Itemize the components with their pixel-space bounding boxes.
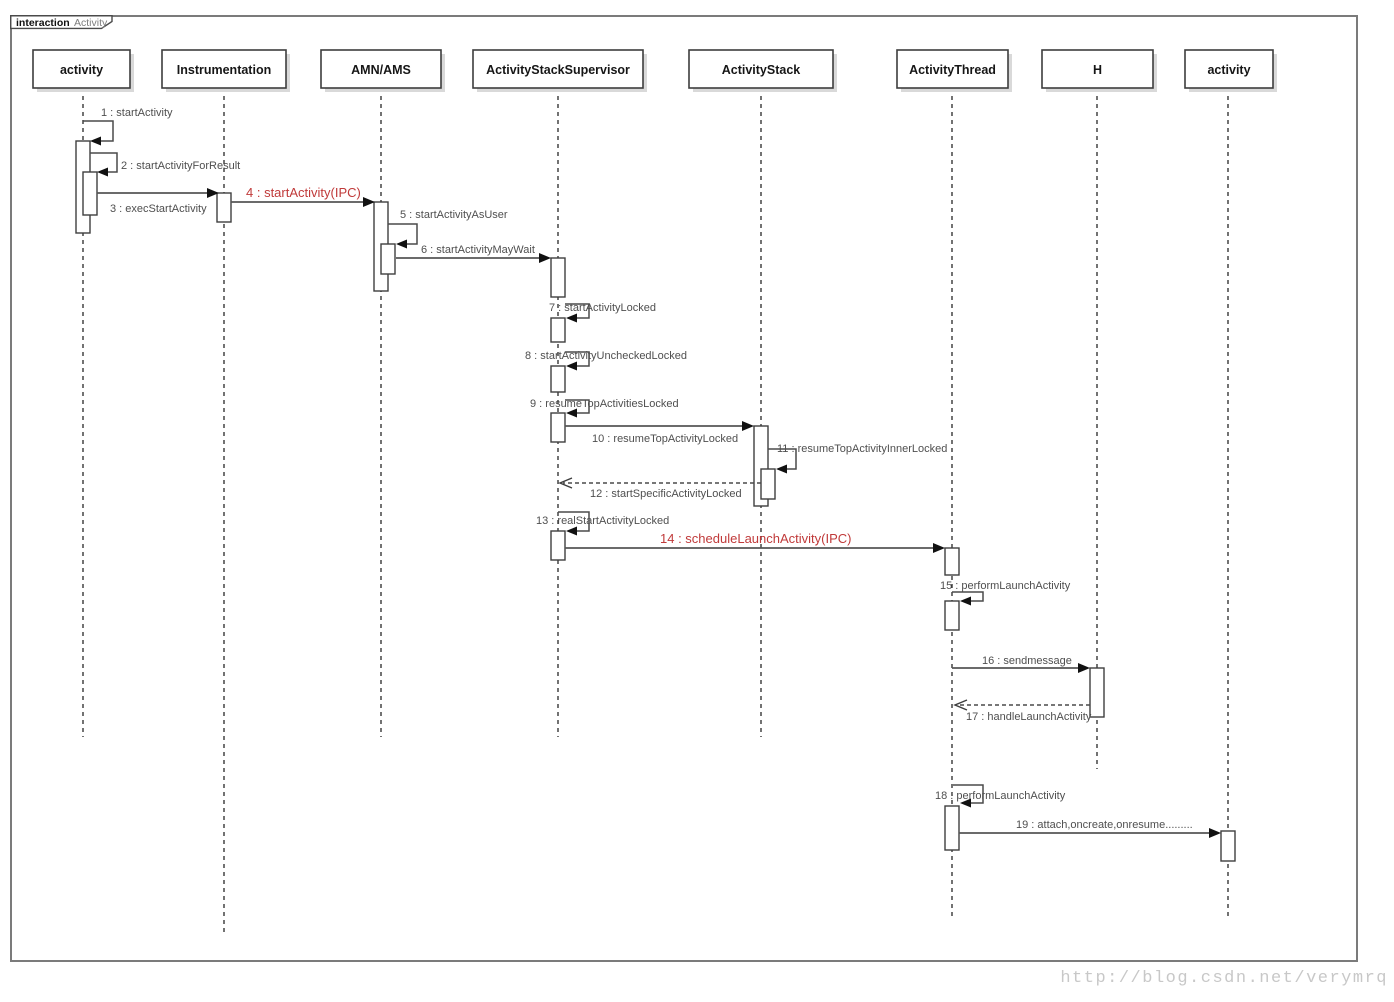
message-arrowhead-8 bbox=[566, 361, 577, 371]
message-arrowhead-1 bbox=[90, 136, 101, 146]
message-label-8: 8 : startActivityUncheckedLocked bbox=[525, 350, 687, 362]
message-label-17: 17 : handleLaunchActivity bbox=[966, 711, 1092, 723]
message-arrowhead-14 bbox=[933, 543, 945, 553]
message-label-15: 15 : performLaunchActivity bbox=[940, 580, 1071, 592]
message-arrowhead-18 bbox=[960, 798, 971, 808]
lifeline-head-h bbox=[1041, 49, 1154, 89]
lifeline-head-instrumentation bbox=[161, 49, 287, 89]
message-label-2: 2 : startActivityForResult bbox=[121, 160, 240, 172]
diagram-frame-border bbox=[10, 15, 1358, 962]
lifeline-title-h: H bbox=[1093, 63, 1102, 77]
message-line-11 bbox=[768, 448, 797, 470]
activation-bar-activity-stack-supervisor-9 bbox=[550, 530, 566, 561]
message-line-15 bbox=[952, 591, 984, 602]
message-line-5 bbox=[388, 223, 418, 245]
lifeline-head-activity bbox=[32, 49, 131, 89]
message-arrowhead-6 bbox=[539, 253, 551, 263]
message-line-18 bbox=[953, 784, 984, 804]
frame-tag-name: Activity bbox=[74, 17, 108, 29]
message-line-7 bbox=[565, 303, 590, 319]
lifeline-head-amn-ams bbox=[320, 49, 442, 89]
message-label-6: 6 : startActivityMayWait bbox=[421, 244, 535, 256]
activation-bar-activity-thread-13 bbox=[944, 600, 960, 631]
activation-bar-activity-stack-11 bbox=[760, 468, 776, 500]
message-line-13 bbox=[558, 511, 590, 532]
message-arrowhead-7 bbox=[566, 313, 577, 323]
message-arrowhead-16 bbox=[1078, 663, 1090, 673]
message-label-4: 4 : startActivity(IPC) bbox=[246, 185, 361, 200]
message-arrowhead-12 bbox=[558, 477, 573, 489]
message-label-11: 11 : resumeTopActivityInnerLocked bbox=[777, 443, 947, 455]
message-line-8 bbox=[565, 351, 590, 367]
lifeline-title-activity-2: activity bbox=[1207, 63, 1250, 77]
activation-bar-activity-stack-supervisor-7 bbox=[550, 365, 566, 393]
message-line-9 bbox=[565, 399, 590, 414]
message-label-14: 14 : scheduleLaunchActivity(IPC) bbox=[660, 531, 851, 546]
lifeline-title-instrumentation: Instrumentation bbox=[177, 63, 271, 77]
activation-bar-activity-2-16 bbox=[1220, 830, 1236, 862]
message-arrowhead-10 bbox=[742, 421, 754, 431]
message-label-19: 19 : attach,oncreate,onresume......... bbox=[1016, 819, 1193, 831]
lifeline-head-activity-stack bbox=[688, 49, 834, 89]
activation-bar-activity-stack-supervisor-8 bbox=[550, 412, 566, 443]
message-label-9: 9 : resumeTopActivitiesLocked bbox=[530, 398, 679, 410]
lifeline-title-activity-thread: ActivityThread bbox=[909, 63, 996, 77]
watermark: http://blog.csdn.net/verymrq bbox=[1060, 969, 1388, 988]
message-label-18: 18 : performLaunchActivity bbox=[935, 790, 1066, 802]
activation-bar-h-15 bbox=[1089, 667, 1105, 718]
lifeline-head-activity-stack-supervisor bbox=[472, 49, 644, 89]
activation-bar-activity-thread-12 bbox=[944, 547, 960, 576]
message-label-1: 1 : startActivity bbox=[101, 107, 173, 119]
message-arrowhead-17 bbox=[953, 699, 968, 711]
message-arrowhead-2 bbox=[97, 167, 108, 177]
lifeline-title-activity-stack: ActivityStack bbox=[722, 63, 801, 77]
activation-bar-activity-thread-14 bbox=[944, 805, 960, 851]
message-arrowhead-9 bbox=[566, 408, 577, 418]
message-label-7: 7 : startActivityLocked bbox=[549, 302, 656, 314]
frame-tag-pentagon bbox=[10, 15, 113, 30]
activation-bar-activity-1 bbox=[82, 171, 98, 216]
message-line-1 bbox=[83, 120, 114, 142]
activation-bar-instrumentation-2 bbox=[216, 192, 232, 223]
message-label-10: 10 : resumeTopActivityLocked bbox=[592, 433, 738, 445]
message-arrowhead-13 bbox=[566, 526, 577, 536]
message-arrowhead-5 bbox=[396, 239, 407, 249]
lifeline-head-activity-thread bbox=[896, 49, 1009, 89]
lifeline-title-activity-stack-supervisor: ActivityStackSupervisor bbox=[486, 63, 630, 77]
message-arrowhead-4 bbox=[363, 197, 375, 207]
lifeline-title-activity: activity bbox=[60, 63, 103, 77]
lifeline-title-amn-ams: AMN/AMS bbox=[351, 63, 411, 77]
activation-bar-activity-stack-supervisor-6 bbox=[550, 317, 566, 343]
activation-bar-activity-stack-supervisor-5 bbox=[550, 257, 566, 298]
message-line-2 bbox=[90, 152, 118, 173]
lifeline-head-activity-2 bbox=[1184, 49, 1274, 89]
message-arrowhead-3 bbox=[207, 188, 219, 198]
message-arrowhead-15 bbox=[960, 596, 971, 606]
message-label-12: 12 : startSpecificActivityLocked bbox=[590, 488, 742, 500]
frame-tag-keyword: interaction bbox=[16, 17, 70, 29]
message-arrowhead-11 bbox=[776, 464, 787, 474]
activation-bar-amn-ams-4 bbox=[380, 243, 396, 275]
message-label-16: 16 : sendmessage bbox=[982, 655, 1072, 667]
frame-tag: interaction Activity bbox=[10, 15, 113, 30]
message-label-13: 13 : realStartActivityLocked bbox=[536, 515, 669, 527]
message-label-5: 5 : startActivityAsUser bbox=[400, 209, 508, 221]
message-arrowhead-19 bbox=[1209, 828, 1221, 838]
message-label-3: 3 : execStartActivity bbox=[110, 203, 207, 215]
